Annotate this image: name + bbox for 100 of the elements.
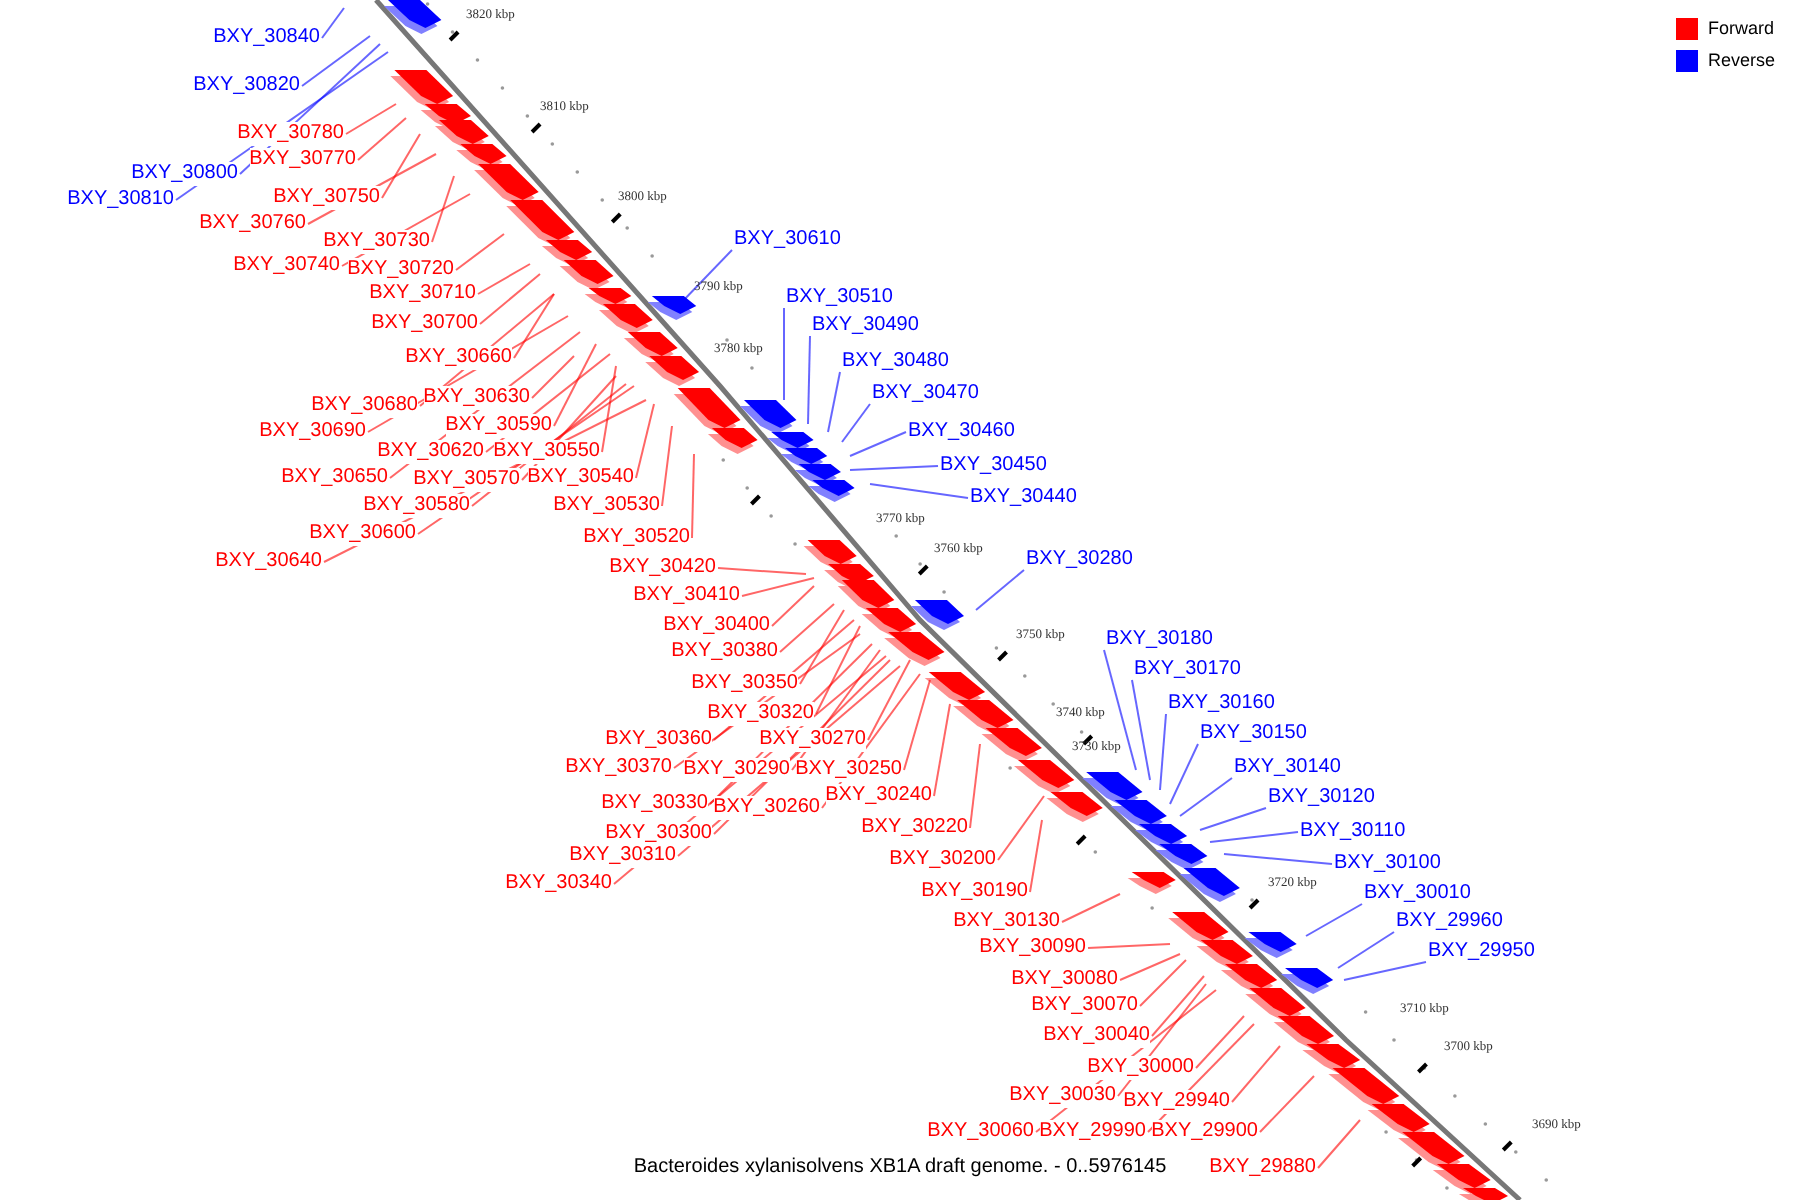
gene-label: BXY_30410	[633, 584, 740, 608]
leader-line	[1061, 893, 1121, 923]
gene-label: BXY_30290	[683, 758, 790, 782]
gene-label: BXY_30640	[215, 550, 322, 574]
gene-label: BXY_30190	[921, 880, 1028, 904]
gene-label: BXY_30400	[663, 614, 770, 638]
leader-line	[1151, 975, 1205, 1037]
gene-label: BXY_30800	[131, 162, 238, 186]
leader-line	[741, 577, 815, 597]
leader-line	[301, 35, 371, 87]
gene-label: BXY_30510	[786, 286, 893, 310]
leader-line	[1179, 777, 1233, 817]
leader-line	[799, 609, 845, 685]
leader-line	[513, 293, 555, 359]
leader-line	[975, 569, 1025, 611]
gene-label: BXY_30420	[609, 556, 716, 580]
gene-label: BXY_29900	[1151, 1120, 1258, 1144]
gene-label: BXY_30320	[707, 702, 814, 726]
gene-label: BXY_30060	[927, 1120, 1034, 1144]
gene-label: BXY_30460	[908, 420, 1015, 444]
gene-label: BXY_30330	[601, 792, 708, 816]
gene-label: BXY_29950	[1428, 940, 1535, 964]
gene-label: BXY_30680	[311, 394, 418, 418]
gene-label: BXY_30340	[505, 872, 612, 896]
gene-label: BXY_30010	[1364, 882, 1471, 906]
leader-line	[1169, 743, 1199, 805]
leader-line	[1139, 959, 1187, 1007]
gene-label: BXY_30470	[872, 382, 979, 406]
leader-line	[531, 355, 575, 399]
leader-line	[635, 403, 655, 479]
gene-label: BXY_30490	[812, 314, 919, 338]
gene-label: BXY_30780	[237, 122, 344, 146]
gene-label: BXY_30090	[979, 936, 1086, 960]
leader-line	[601, 365, 617, 453]
gene-label: BXY_30310	[569, 844, 676, 868]
gene-label: BXY_30810	[67, 188, 174, 212]
gene-label: BXY_30660	[405, 346, 512, 370]
gene-label: BXY_30750	[273, 186, 380, 210]
gene-label: BXY_29880	[1209, 1156, 1316, 1180]
gene-label: BXY_30590	[445, 414, 552, 438]
gene-label: BXY_30610	[734, 228, 841, 252]
gene-label: BXY_30070	[1031, 994, 1138, 1018]
gene-label: BXY_30270	[759, 728, 866, 752]
gene-label: BXY_30000	[1087, 1056, 1194, 1080]
gene-label: BXY_30540	[527, 466, 634, 490]
leader-line	[479, 273, 541, 325]
gene-label: BXY_30300	[605, 822, 712, 846]
gene-label: BXY_30240	[825, 784, 932, 808]
gene-label: BXY_29960	[1396, 910, 1503, 934]
leader-line	[849, 465, 939, 471]
gene-label: BXY_30170	[1134, 658, 1241, 682]
gene-label: BXY_30580	[363, 494, 470, 518]
leader-line	[841, 403, 871, 443]
gene-label: BXY_30370	[565, 756, 672, 780]
leader-line	[1209, 831, 1299, 843]
leader-line	[783, 307, 785, 401]
leader-line	[455, 233, 505, 271]
leader-line	[1305, 903, 1363, 937]
leader-line	[431, 175, 455, 243]
gene-label: BXY_30550	[493, 440, 600, 464]
leader-line	[969, 743, 981, 829]
leader-line	[1231, 1045, 1281, 1103]
leader-line	[679, 249, 733, 305]
leader-line	[903, 679, 931, 771]
leader-line	[815, 625, 861, 715]
leader-line	[1223, 853, 1333, 865]
leader-line	[1119, 953, 1181, 981]
gene-label: BXY_30480	[842, 350, 949, 374]
leader-line	[1131, 679, 1151, 781]
gene-label: BXY_30250	[795, 758, 902, 782]
gene-label: BXY_30120	[1268, 786, 1375, 810]
leader-line	[807, 335, 811, 425]
leader-line	[997, 795, 1045, 861]
leader-line	[1029, 819, 1043, 893]
gene-label: BXY_30280	[1026, 548, 1133, 572]
gene-label: BXY_30570	[413, 468, 520, 492]
gene-label: BXY_30720	[347, 258, 454, 282]
leader-line	[1103, 649, 1137, 771]
leader-line	[477, 263, 531, 295]
leader-line	[1195, 1015, 1245, 1069]
leader-line	[553, 343, 597, 427]
gene-label: BXY_30520	[583, 526, 690, 550]
gene-label: BXY_30140	[1234, 756, 1341, 780]
gene-label: BXY_30740	[233, 254, 340, 278]
leader-line	[827, 371, 841, 433]
gene-label: BXY_30080	[1011, 968, 1118, 992]
gene-label: BXY_30160	[1168, 692, 1275, 716]
leader-line	[771, 585, 815, 627]
gene-label: BXY_30260	[713, 796, 820, 820]
gene-label: BXY_30130	[953, 910, 1060, 934]
gene-label: BXY_30710	[369, 282, 476, 306]
gene-label: BXY_30360	[605, 728, 712, 752]
gene-label: BXY_30040	[1043, 1024, 1150, 1048]
leader-line	[1159, 713, 1167, 791]
gene-label: BXY_30220	[861, 816, 968, 840]
leader-line	[381, 133, 421, 199]
leader-line	[321, 7, 345, 39]
legend-label: Forward	[1708, 18, 1775, 38]
gene-label: BXY_30690	[259, 420, 366, 444]
leader-line	[869, 483, 969, 499]
